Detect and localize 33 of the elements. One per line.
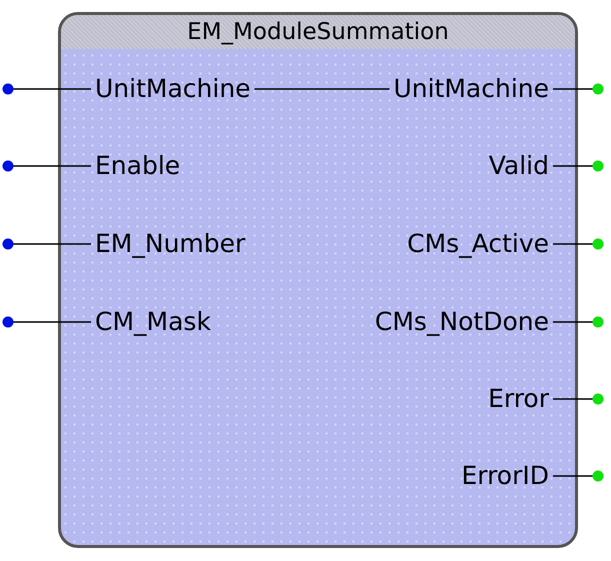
connection-dot xyxy=(592,84,604,94)
connection-dot xyxy=(592,394,604,404)
connection-dot xyxy=(2,238,14,250)
pin-label: Error xyxy=(484,383,553,415)
connection-dot xyxy=(2,160,14,172)
pin-label: Valid xyxy=(484,150,553,182)
connector-line xyxy=(553,475,592,477)
pin-label: ErrorID xyxy=(457,460,553,492)
connector-line xyxy=(14,88,91,90)
pin-label: EM_Number xyxy=(91,228,250,260)
pin-label: CMs_NotDone xyxy=(370,306,553,338)
connector-line xyxy=(553,398,592,400)
connector-line xyxy=(553,88,592,90)
pin-label: Enable xyxy=(91,150,184,182)
connection-dot xyxy=(592,470,604,482)
connector-line xyxy=(254,88,390,90)
connector-line xyxy=(553,321,592,323)
connection-dot xyxy=(2,316,14,328)
pin-label: CM_Mask xyxy=(91,306,215,338)
pin-label: CMs_Active xyxy=(403,228,553,260)
connector-line xyxy=(553,243,592,245)
connector-line xyxy=(553,165,592,167)
pin-label: UnitMachine xyxy=(91,73,255,105)
block-title: EM_ModuleSummation xyxy=(61,15,575,49)
function-block xyxy=(58,12,578,548)
pin-label: UnitMachine xyxy=(389,73,553,105)
connector-line xyxy=(14,165,91,167)
connection-dot xyxy=(2,84,14,94)
connection-dot xyxy=(592,238,604,250)
connection-dot xyxy=(592,316,604,328)
connector-line xyxy=(14,321,91,323)
connection-dot xyxy=(592,160,604,172)
connector-line xyxy=(14,243,91,245)
